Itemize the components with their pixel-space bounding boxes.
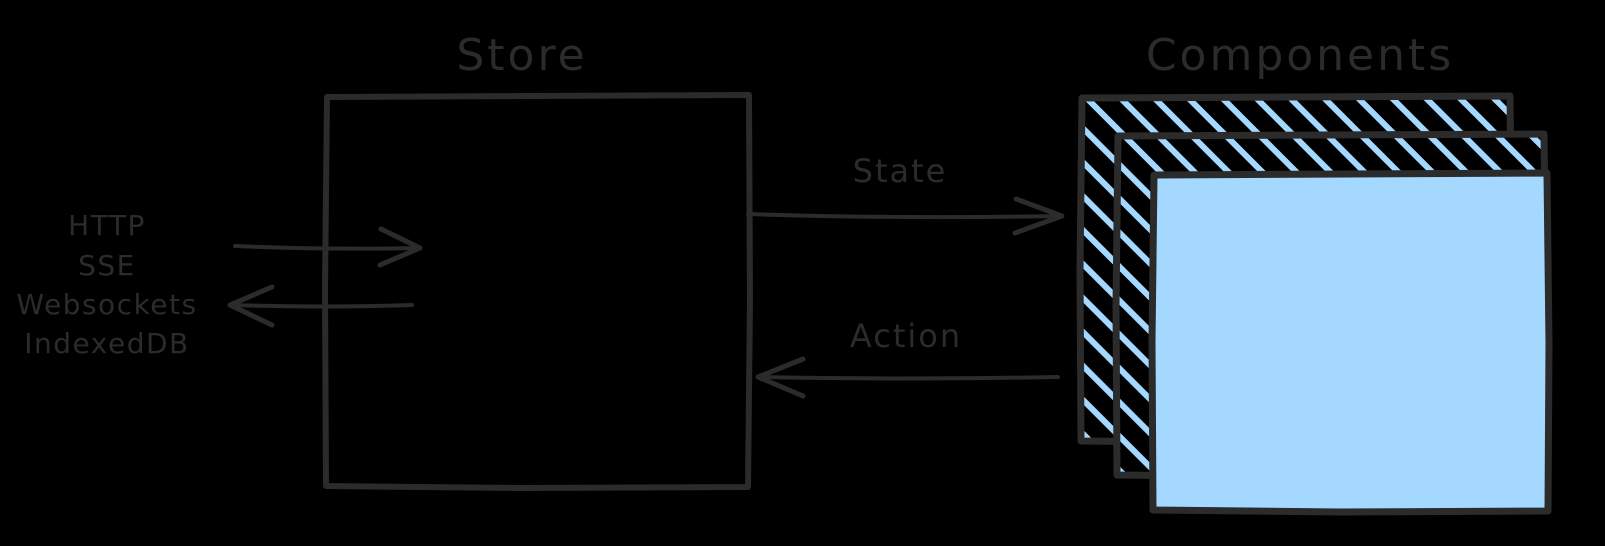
components-title: Components — [1146, 30, 1454, 81]
component-card-front[interactable] — [1148, 169, 1553, 516]
state-arrow-head — [1012, 196, 1065, 236]
outbound-protocol-arrow-line — [231, 303, 414, 309]
state-arrow-line — [746, 212, 1062, 220]
protocol-label-http: HTTP — [68, 209, 146, 242]
store-title: Store — [456, 30, 587, 81]
action-arrow-line — [758, 375, 1060, 381]
inbound-protocol-arrow-line — [233, 244, 421, 251]
store-box[interactable] — [322, 92, 753, 491]
state-arrow — [746, 196, 1065, 236]
action-arrow — [755, 356, 1060, 399]
protocol-label-websockets: Websockets — [16, 288, 197, 321]
state-arrow-label: State — [853, 152, 948, 190]
action-arrow-head — [755, 356, 806, 399]
inbound-protocol-arrow — [233, 226, 423, 268]
outbound-protocol-arrow-head — [227, 284, 275, 328]
component-card-front-shape — [1148, 169, 1553, 516]
outbound-protocol-arrow — [227, 284, 414, 328]
store-box-outline — [322, 92, 753, 491]
inbound-protocol-arrow-head — [377, 226, 423, 268]
protocol-label-indexeddb: IndexedDB — [24, 327, 190, 360]
protocol-label-sse: SSE — [78, 249, 136, 282]
action-arrow-label: Action — [850, 317, 962, 355]
